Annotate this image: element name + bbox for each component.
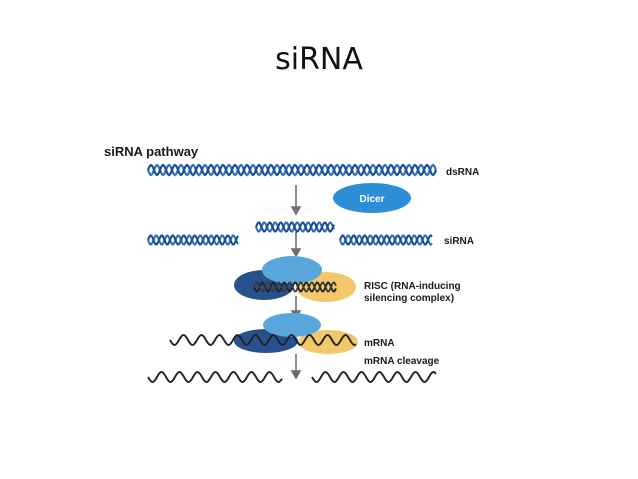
risc-mrna-complex xyxy=(234,313,358,354)
mrna-label: mRNA xyxy=(364,338,395,349)
mrna-strand xyxy=(169,334,357,346)
risc-complex xyxy=(234,256,356,302)
sirna-duplex-right xyxy=(339,234,433,246)
sirna-duplex-left xyxy=(147,234,239,246)
dicer-enzyme: Dicer xyxy=(333,183,411,213)
slide-title: siRNA xyxy=(275,42,363,77)
dsrna-label: dsRNA xyxy=(446,167,479,178)
sirna-duplex-center xyxy=(255,221,335,233)
dsrna-helix xyxy=(146,163,438,177)
diagram-heading: siRNA pathway xyxy=(104,144,199,159)
sirna-label: siRNA xyxy=(444,236,474,247)
cleaved-mrna-right xyxy=(311,371,437,383)
dicer-label: Dicer xyxy=(359,194,384,205)
risc-label-line2: silencing complex) xyxy=(364,293,454,304)
cleaved-mrna-left xyxy=(147,371,283,383)
cleavage-label: mRNA cleavage xyxy=(364,356,440,367)
risc-label-line1: RISC (RNA-inducing xyxy=(364,281,461,292)
